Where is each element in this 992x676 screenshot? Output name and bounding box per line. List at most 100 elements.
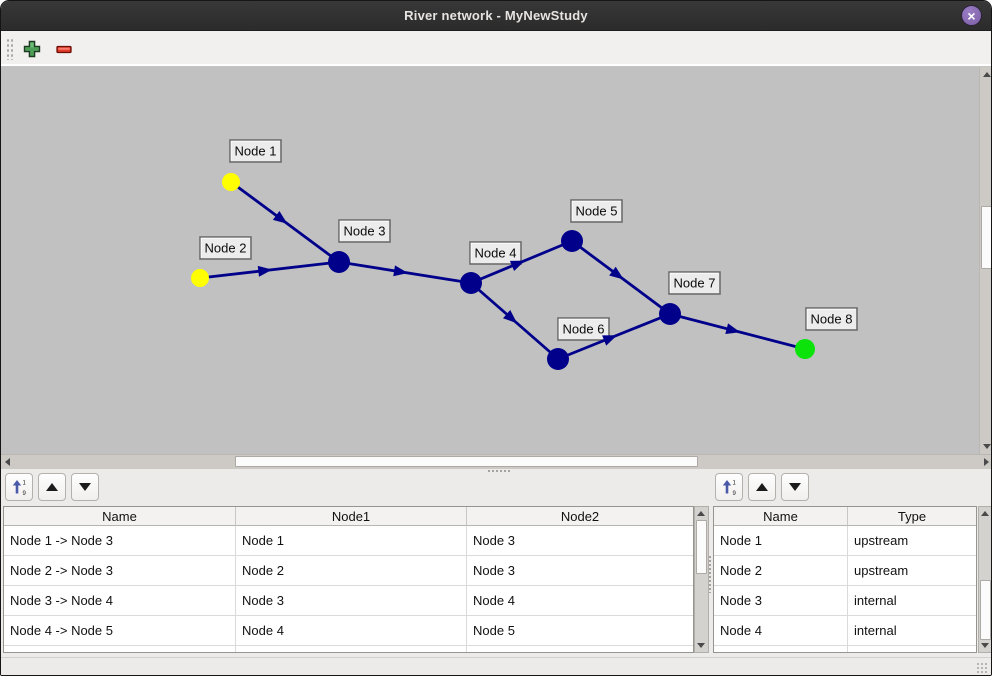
graph-node[interactable]	[659, 303, 681, 325]
nodes-sort-button[interactable]: 1 9	[715, 473, 743, 501]
canvas-horizontal-scrollbar[interactable]	[1, 454, 991, 469]
branch-cell[interactable]: Node 4	[467, 586, 693, 616]
branch-column-header[interactable]: Name	[4, 507, 236, 526]
up-triangle-icon	[756, 483, 768, 491]
branch-cell[interactable]: Node 3	[467, 526, 693, 556]
node-cell[interactable]: Node 2	[714, 556, 848, 586]
edge-arrow-icon	[602, 335, 618, 346]
node-table-row[interactable]	[714, 646, 976, 652]
node-cell[interactable]: upstream	[848, 556, 976, 586]
scroll-right-icon[interactable]	[984, 458, 989, 466]
node-label-box[interactable]	[557, 317, 610, 341]
node-label-box[interactable]	[229, 139, 282, 163]
node-label-box[interactable]	[668, 271, 721, 295]
remove-button[interactable]	[52, 37, 76, 61]
branches-move-down-button[interactable]	[71, 473, 99, 501]
node-label-box[interactable]	[805, 307, 858, 331]
graph-node[interactable]	[328, 251, 350, 273]
branch-cell[interactable]: Node 3 -> Node 4	[4, 586, 236, 616]
scroll-down-icon[interactable]	[983, 444, 991, 449]
vertical-splitter-handle[interactable]	[708, 555, 712, 593]
nodes-scroll-thumb[interactable]	[980, 580, 991, 640]
edge-arrow-icon	[272, 211, 288, 224]
graph-node[interactable]	[561, 230, 583, 252]
branch-table-row[interactable]	[4, 646, 693, 652]
node-cell[interactable]: internal	[848, 586, 976, 616]
branch-cell[interactable]	[4, 646, 236, 652]
branch-cell[interactable]: Node 3	[467, 556, 693, 586]
canvas-vertical-scrollbar[interactable]	[979, 67, 991, 454]
add-button[interactable]	[20, 37, 44, 61]
branches-scroll-thumb[interactable]	[696, 520, 707, 574]
node-cell[interactable]: internal	[848, 616, 976, 646]
node-column-header[interactable]: Type	[848, 507, 976, 526]
branch-cell[interactable]	[467, 646, 693, 652]
branch-cell[interactable]: Node 4 -> Node 5	[4, 616, 236, 646]
node-label-box[interactable]	[199, 236, 252, 260]
scroll-up-icon[interactable]	[983, 72, 991, 77]
branch-cell[interactable]	[236, 646, 467, 652]
scroll-left-icon[interactable]	[5, 458, 10, 466]
canvas-hscroll-thumb[interactable]	[235, 456, 698, 467]
svg-text:9: 9	[22, 491, 26, 496]
node-column-header[interactable]: Name	[714, 507, 848, 526]
graph-node[interactable]	[222, 173, 240, 191]
branch-column-header[interactable]: Node2	[467, 507, 693, 526]
branch-cell[interactable]: Node 5	[467, 616, 693, 646]
branch-cell[interactable]: Node 1	[236, 526, 467, 556]
resize-grip[interactable]	[976, 662, 988, 674]
green-plus-icon	[23, 40, 41, 58]
branch-cell[interactable]: Node 1 -> Node 3	[4, 526, 236, 556]
nodes-move-up-button[interactable]	[748, 473, 776, 501]
node-label-box[interactable]	[570, 199, 623, 223]
branch-cell[interactable]: Node 3	[236, 586, 467, 616]
node-cell[interactable]: Node 3	[714, 586, 848, 616]
branch-cell[interactable]: Node 2	[236, 556, 467, 586]
toolbar-drag-handle[interactable]	[6, 38, 14, 60]
svg-text:1: 1	[732, 480, 736, 486]
node-cell[interactable]: Node 4	[714, 616, 848, 646]
horizontal-splitter-handle[interactable]	[487, 469, 511, 473]
node-cell[interactable]: upstream	[848, 526, 976, 556]
graph-node[interactable]	[191, 269, 209, 287]
scroll-down-icon[interactable]	[981, 643, 989, 648]
close-button[interactable]: ×	[961, 5, 982, 26]
graph-node[interactable]	[460, 272, 482, 294]
edge-arrow-icon	[393, 265, 408, 277]
node-cell[interactable]	[714, 646, 848, 652]
scroll-down-icon[interactable]	[697, 643, 705, 648]
graph-node[interactable]	[795, 339, 815, 359]
label-bevel	[339, 220, 389, 241]
branches-move-up-button[interactable]	[38, 473, 66, 501]
label-bevel	[571, 200, 621, 221]
nodes-move-down-button[interactable]	[781, 473, 809, 501]
node-label-box[interactable]	[338, 219, 391, 243]
node-label-text: Node 7	[674, 276, 716, 291]
nodes-table-scrollbar[interactable]	[978, 506, 991, 653]
node-label-text: Node 6	[563, 322, 605, 337]
node-label-box[interactable]	[469, 241, 522, 265]
branch-cell[interactable]: Node 2 -> Node 3	[4, 556, 236, 586]
node-cell[interactable]	[848, 646, 976, 652]
graph-node[interactable]	[547, 348, 569, 370]
canvas-vscroll-thumb[interactable]	[981, 206, 991, 269]
node-cell[interactable]: Node 1	[714, 526, 848, 556]
branches-table-scrollbar[interactable]	[694, 506, 709, 653]
branches-sort-button[interactable]: 1 9	[5, 473, 33, 501]
branch-column-header[interactable]: Node1	[236, 507, 467, 526]
branch-cell[interactable]: Node 4	[236, 616, 467, 646]
svg-text:9: 9	[732, 491, 736, 496]
scroll-up-icon[interactable]	[697, 511, 705, 516]
scroll-up-icon[interactable]	[981, 511, 989, 516]
